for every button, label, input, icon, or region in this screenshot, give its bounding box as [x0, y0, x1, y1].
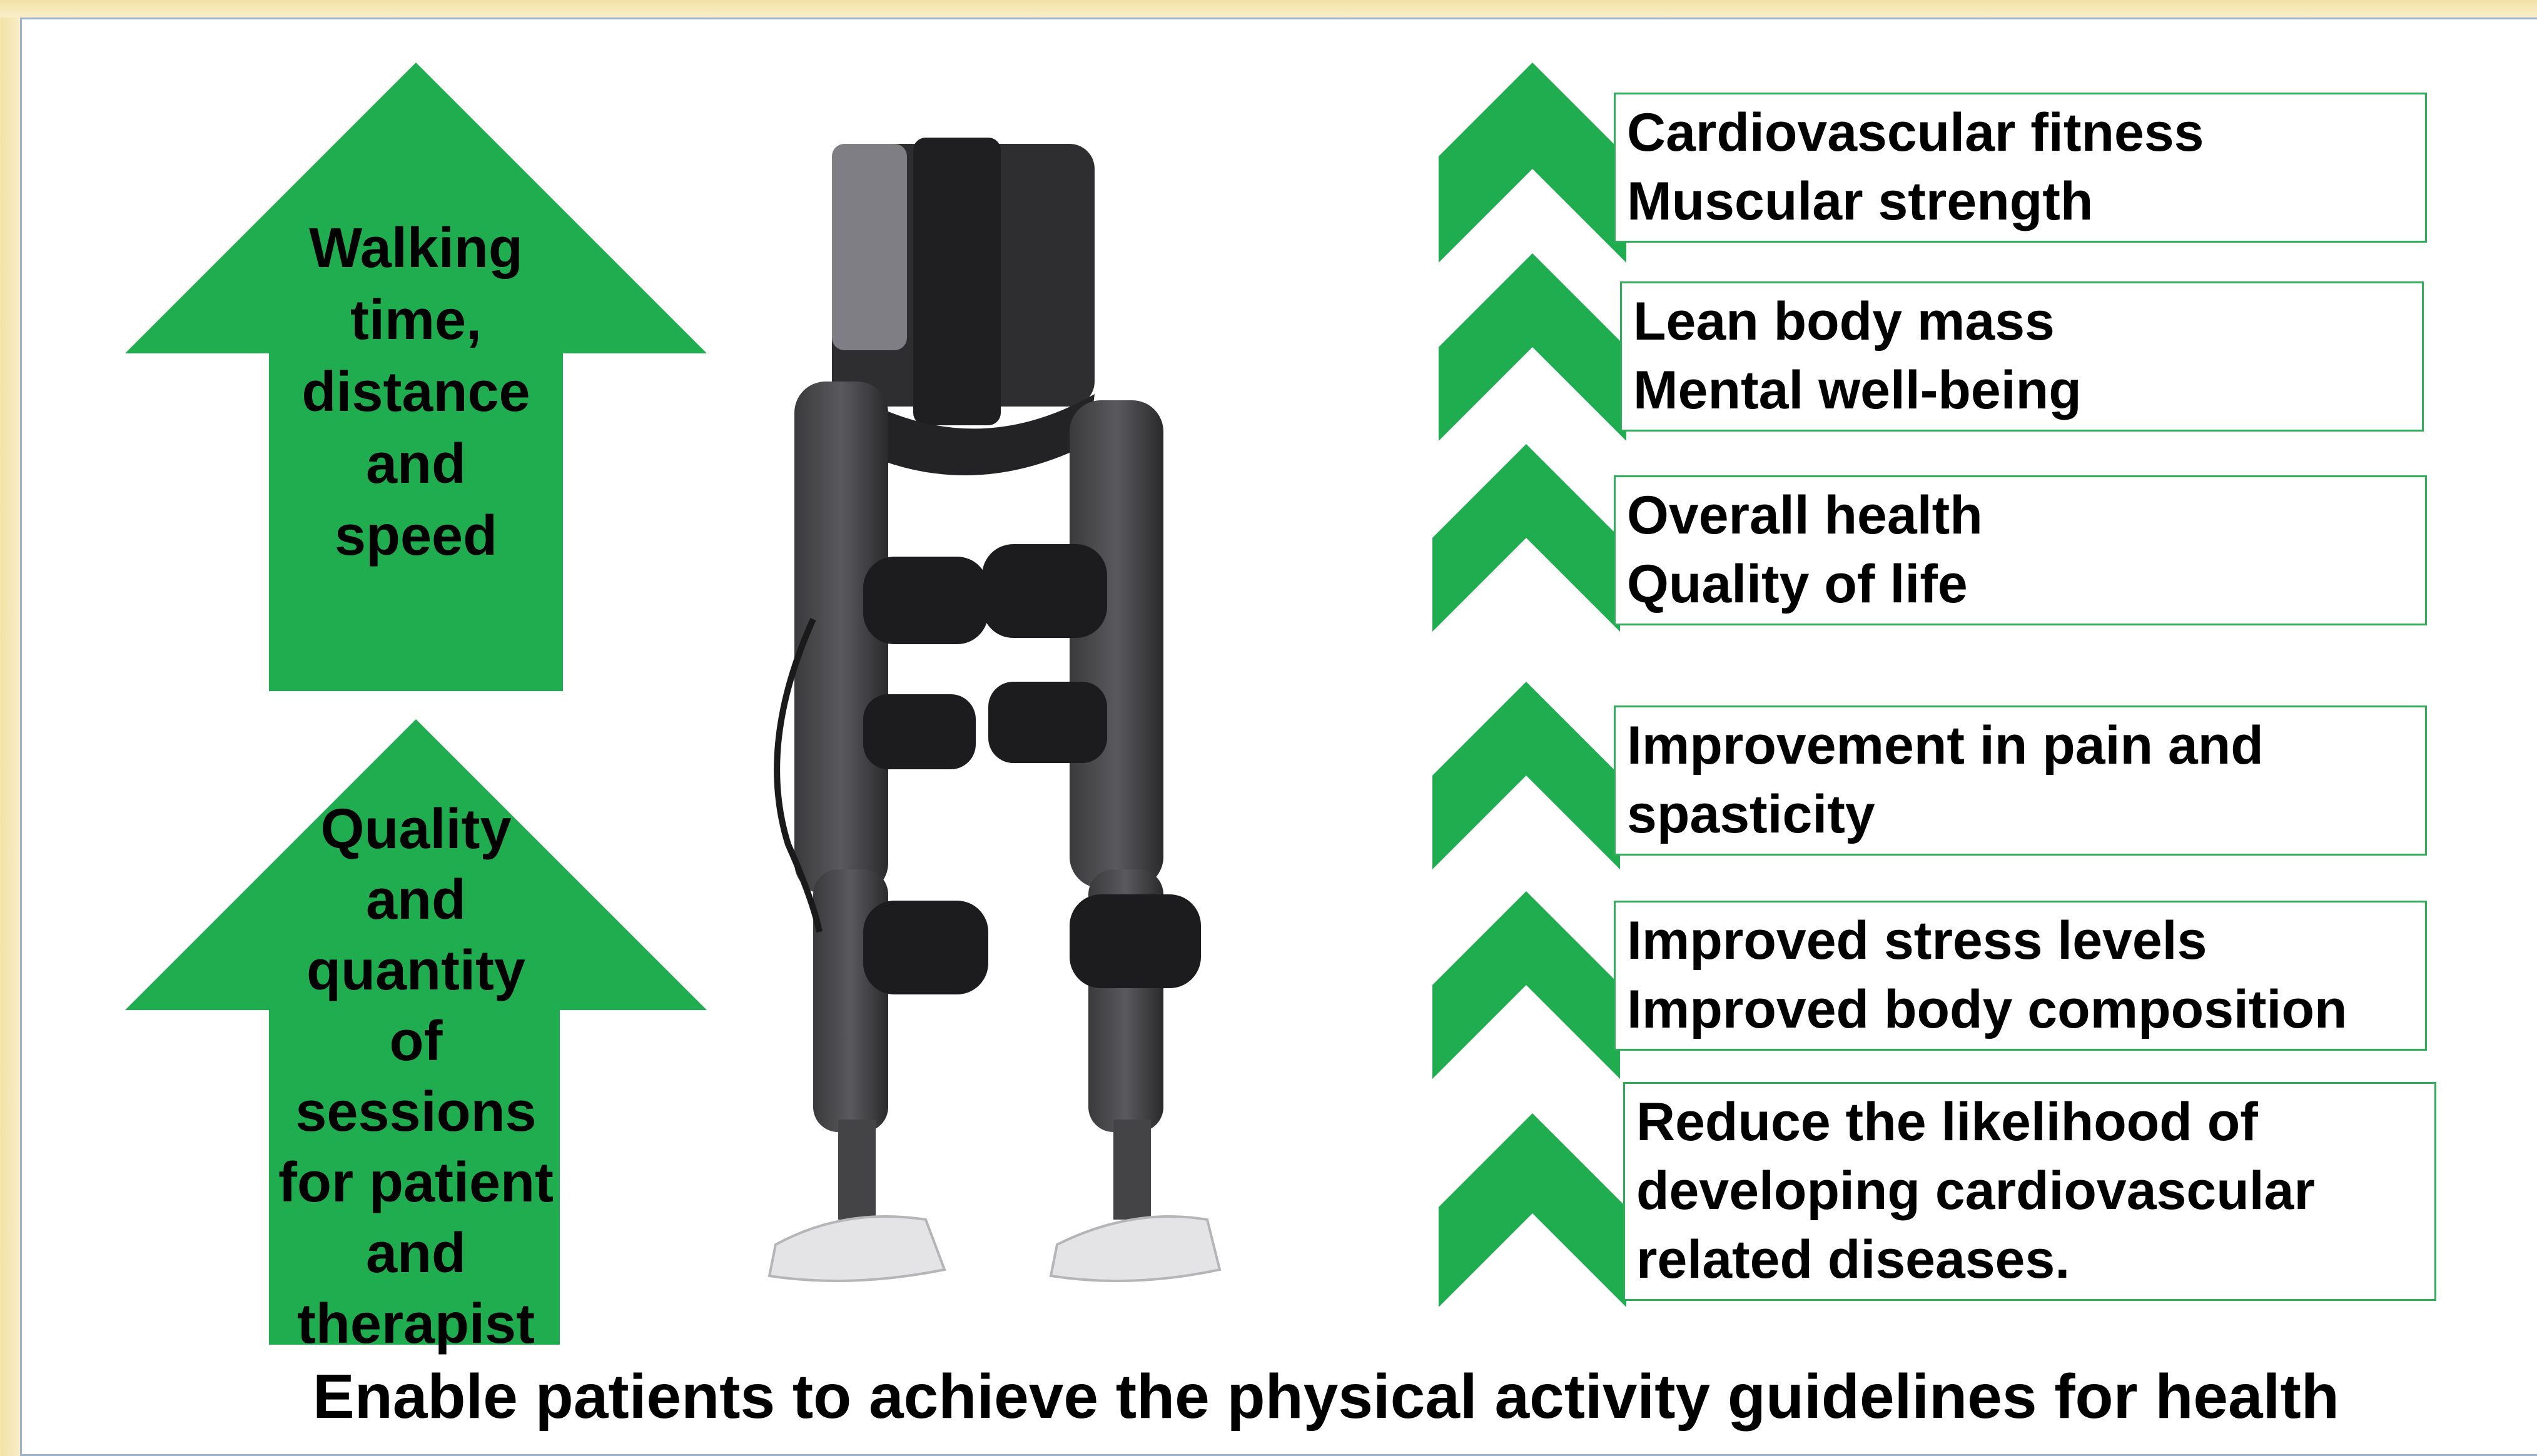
big-arrow-sessions: Quality and quantity of sessions for pat…: [125, 719, 707, 1355]
left-thigh-upright: [794, 382, 888, 894]
benefit-box-5: Improved stress levels Improved body com…: [1614, 901, 2427, 1051]
label-line: and: [365, 433, 466, 495]
label-line: and: [365, 869, 466, 931]
label-line: sessions: [295, 1081, 537, 1143]
right-thigh-strap: [982, 544, 1107, 638]
up-arrow-icon: [125, 719, 707, 1345]
right-foot-plate: [1049, 1215, 1222, 1282]
benefit-line: Improved body composition: [1627, 979, 2347, 1039]
right-thigh-upright: [1070, 400, 1163, 888]
right-shin-strap: [1070, 894, 1201, 988]
benefit-line: Mental well-being: [1633, 360, 2082, 420]
chevron-up-icon: [1432, 682, 1620, 869]
chevron-up-icon: [1432, 891, 1620, 1079]
benefit-box-3: Overall health Quality of life: [1614, 475, 2427, 625]
benefit-line: Muscular strength: [1627, 171, 2094, 231]
label-line: speed: [334, 505, 498, 567]
left-shin-strap: [863, 901, 988, 994]
left-thigh-strap: [863, 557, 988, 644]
benefit-line: Quality of life: [1627, 554, 1968, 614]
label-line: distance: [301, 361, 530, 423]
chevron-up-icon: [1439, 63, 1626, 263]
label-line: and: [365, 1222, 466, 1285]
benefit-box-2: Lean body mass Mental well-being: [1620, 281, 2424, 432]
benefit-line: Cardiovascular fitness: [1627, 103, 2204, 163]
exoskeleton-image: [767, 138, 1222, 1282]
footer-caption: Enable patients to achieve the physical …: [313, 1362, 2339, 1432]
chevron-up-icon: [1439, 1113, 1626, 1307]
benefit-line: Improved stress levels: [1627, 911, 2207, 971]
benefit-line: Overall health: [1627, 485, 1983, 545]
benefit-box-6: Reduce the likelihood of developing card…: [1623, 1082, 2436, 1301]
benefit-line: developing cardiovascular: [1636, 1161, 2315, 1221]
benefit-line: Improvement in pain and: [1627, 715, 2264, 776]
chevron-up-icon: [1432, 444, 1620, 632]
up-arrow-icon: [125, 63, 707, 691]
label-line: of: [389, 1010, 443, 1073]
label-line: quantity: [306, 939, 525, 1002]
left-foot-plate: [767, 1215, 946, 1282]
label-line: time,: [350, 289, 482, 351]
big-arrow-label: Walking time, distance and speed: [125, 213, 707, 572]
benefit-box-4: Improvement in pain and spasticity: [1614, 705, 2427, 856]
chevron-up-icon: [1439, 253, 1626, 441]
benefit-box-1: Cardiovascular fitness Muscular strength: [1614, 93, 2427, 243]
big-arrow-walking: Walking time, distance and speed: [125, 63, 707, 691]
benefit-line: Reduce the likelihood of: [1636, 1092, 2258, 1152]
label-line: therapist: [296, 1293, 535, 1355]
big-arrow-label: Quality and quantity of sessions for pat…: [125, 794, 707, 1360]
benefit-line: Lean body mass: [1633, 291, 2055, 351]
label-line: for patient: [278, 1151, 554, 1214]
label-line: Walking: [309, 217, 523, 280]
benefit-line: spasticity: [1627, 784, 1875, 844]
label-line: Quality: [320, 798, 512, 861]
benefit-line: related diseases.: [1636, 1230, 2070, 1290]
top-band: [0, 0, 2537, 18]
